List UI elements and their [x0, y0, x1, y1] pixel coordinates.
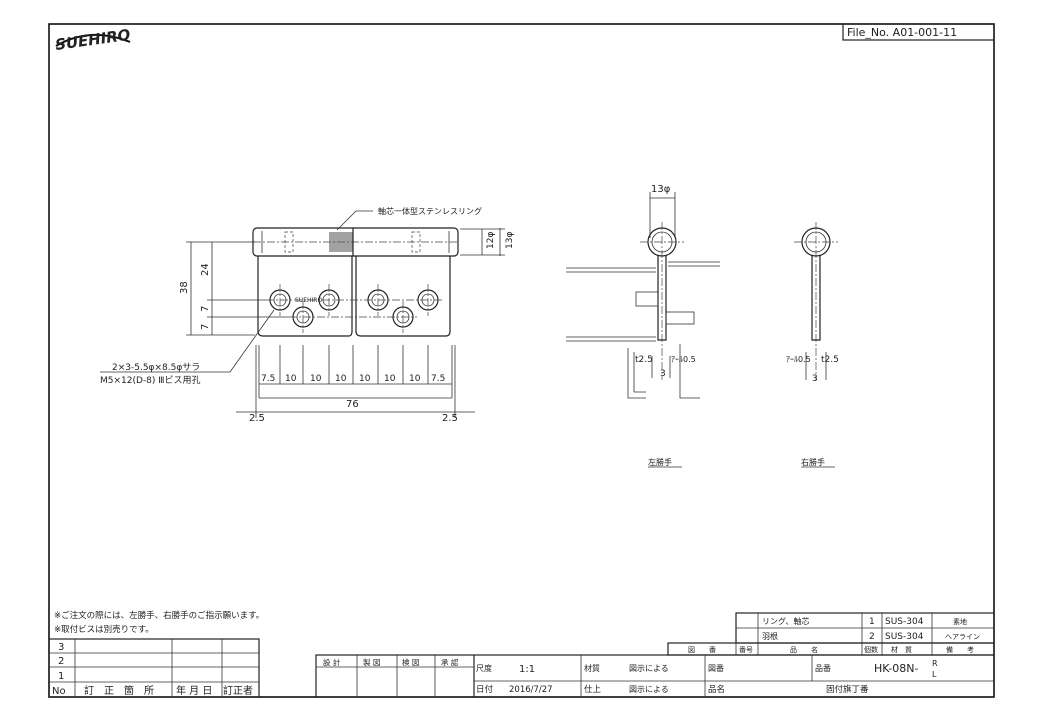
countersunk-holes [269, 289, 439, 328]
finish-label: 仕上 [584, 684, 602, 695]
file-no: File_No. A01-001-11 [847, 26, 957, 39]
part-2-material: SUS-304 [885, 632, 924, 642]
product-name-value: 固付旗丁番 [826, 684, 869, 695]
pitch-4: 10 [335, 374, 347, 384]
logo-text: SUEHIRO [54, 26, 132, 54]
product-no-value: HK-08N- [874, 662, 919, 675]
product-no-label: 品番 [815, 663, 831, 673]
dim-12-dia: 12φ [486, 232, 496, 249]
material-label: 材質 [584, 663, 600, 673]
product-no-l: L [932, 670, 937, 679]
suehiro-logo: SUEHIRO [54, 26, 132, 54]
left-radius: ｱｰﾙ0.5 [671, 355, 696, 364]
parts-header-number: 番号 [739, 646, 753, 654]
dim-38: 38 [179, 281, 190, 294]
dim-7-upper: 7 [200, 306, 211, 312]
hole-note-2: M5×12(D-8) Ⅲビス用孔 [100, 375, 200, 386]
sign-approve: 承 認 [441, 657, 459, 667]
scale-label: 尺度 [476, 663, 492, 673]
part-2-name: 羽根 [762, 631, 778, 641]
pitch-5: 10 [359, 374, 371, 384]
part-2-qty: 2 [869, 632, 875, 642]
dim-7-lower: 7 [200, 324, 211, 330]
drawing-no-label: 図番 [708, 663, 724, 673]
parts-header-drawing-no: 図 番 [688, 646, 716, 654]
left-dim-3: 3 [660, 369, 666, 379]
right-hand-label: 右勝手 [801, 457, 825, 467]
part-1-qty: 1 [869, 617, 875, 627]
parts-header-material: 材 質 [891, 645, 912, 654]
title-block: 設 計 製 図 検 図 承 認 尺度 1:1 日付 2016/7/27 材質 図… [315, 654, 995, 698]
front-view: SUEHIRO 軸芯一体型ステンレスリング 12φ 13φ 38 24 7 7 … [100, 206, 515, 424]
sign-design: 設 計 [323, 657, 341, 667]
leaf-stamp: SUEHIRO [295, 297, 322, 304]
right-radius: ｱｰﾙ0.5 [786, 355, 811, 364]
ring-callout: 軸芯一体型ステンレスリング [378, 206, 482, 216]
parts-header-remark: 備 考 [946, 645, 974, 654]
sign-draft: 製 図 [363, 657, 380, 667]
sign-check: 検 図 [402, 657, 419, 667]
date-label: 日付 [476, 684, 494, 695]
finish-value: 図示による [629, 685, 669, 694]
product-no-r: R [932, 659, 938, 668]
pitch-2: 10 [285, 374, 297, 384]
left-hand-label: 左勝手 [648, 457, 672, 467]
dim-13-dia: 13φ [505, 232, 515, 249]
revision-table: 3 2 1 No 訂 正 箇 所 年 月 日 訂正者 [48, 638, 260, 698]
product-name-label: 品名 [708, 684, 725, 695]
parts-header-name: 品 名 [790, 645, 818, 654]
pitch-6: 10 [384, 374, 396, 384]
left-top-dia: 13φ [651, 184, 671, 195]
left-hand-side-view: 13φ t2.5 ｱｰﾙ0.5 3 左勝手 [566, 184, 720, 468]
file-no-box [842, 23, 995, 41]
note-line-2: ※取付ビスは別売りです。 [54, 624, 154, 635]
right-hand-side-view: ｱｰﾙ0.5 t2.5 3 右勝手 [786, 222, 839, 468]
pitch-3: 10 [310, 374, 322, 384]
dim-2-5-right: 2.5 [442, 413, 458, 424]
rev-header-no: No [52, 686, 66, 697]
scale-value: 1:1 [519, 664, 535, 675]
pitch-1: 7.5 [261, 374, 275, 384]
dim-24: 24 [200, 263, 211, 276]
rev-header-date: 年 月 日 [176, 684, 212, 697]
date-value: 2016/7/27 [509, 685, 553, 695]
leaf-left [257, 256, 353, 337]
leaf-right [355, 256, 451, 337]
rev-header-location: 訂 正 箇 所 [84, 684, 154, 697]
sheet-border [48, 23, 995, 698]
rev-row-2: 2 [58, 656, 64, 667]
pitch-8: 7.5 [431, 374, 445, 384]
note-line-1: ※ご注文の際には、左勝手、右勝手のご指示願います。 [54, 610, 264, 621]
rev-row-3: 3 [58, 642, 64, 653]
part-1-material: SUS-304 [885, 617, 924, 627]
rev-row-1: 1 [58, 671, 64, 682]
ring-hatch [329, 232, 353, 252]
part-2-remark: ヘアライン [945, 633, 980, 641]
part-1-remark: 素地 [953, 617, 967, 626]
rev-header-person: 訂正者 [223, 684, 253, 697]
hole-note-1: 2×3-5.5φ×8.5φサラ [112, 362, 200, 373]
right-thickness: t2.5 [821, 355, 839, 365]
dim-2-5-left: 2.5 [249, 413, 265, 424]
part-1-name: リング、軸芯 [762, 616, 809, 626]
dim-76: 76 [346, 399, 359, 410]
parts-header-qty: 個数 [864, 645, 878, 654]
right-dim-3: 3 [812, 374, 818, 384]
parts-list: リング、軸芯 1 SUS-304 素地 羽根 2 SUS-304 ヘアライン 図… [667, 612, 995, 656]
left-thickness: t2.5 [635, 355, 653, 365]
pitch-7: 10 [409, 374, 421, 384]
material-value: 図示による [629, 664, 669, 673]
